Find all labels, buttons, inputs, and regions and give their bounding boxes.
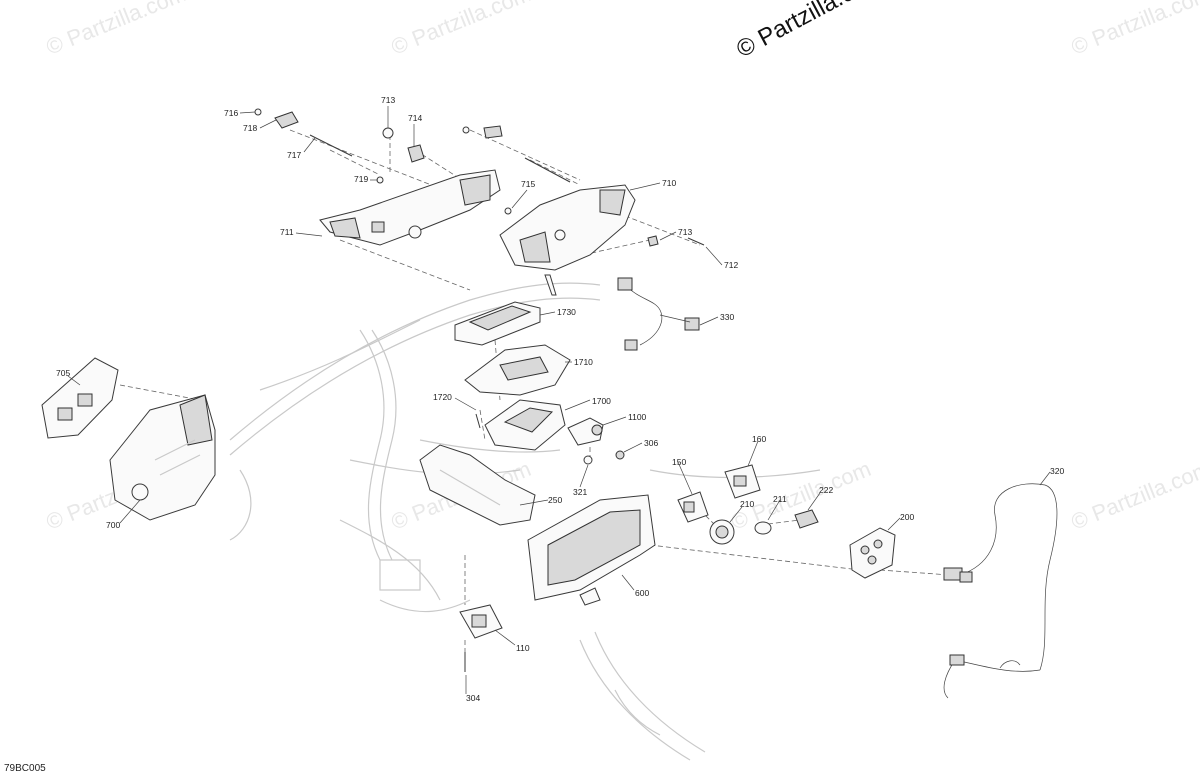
callout-600: 600 [635,588,649,598]
callout-700: 700 [106,520,120,530]
bolt-717 [309,134,353,157]
part-250-support [419,444,536,526]
callout-716: 716 [224,108,238,118]
watermark-text: © Partzilla.com [43,0,190,60]
part-1730-pad [454,301,541,346]
callout-222: 222 [819,485,833,495]
grommet-713b [647,235,659,247]
callout-1720: 1720 [433,392,452,402]
hardware-fasteners [254,108,705,672]
callout-200: 200 [900,512,914,522]
part-200-control-pad [849,527,896,579]
part-711-left-bracket [319,169,501,246]
part-1700-bracket [484,399,566,451]
part-150-switch [677,491,709,523]
part-210-knob [709,519,735,545]
diagram-code: 79BC005 [4,763,46,774]
callout-705: 705 [56,368,70,378]
callout-710: 710 [662,178,676,188]
part-320-harness [943,483,1058,699]
callout-714: 714 [408,113,422,123]
bolt-712 [687,237,705,246]
callout-1700: 1700 [592,396,611,406]
callout-321: 321 [573,487,587,497]
screw-1720 [475,413,481,429]
part-160-switch [724,464,761,499]
part-1710-tray [464,344,571,396]
part-705-connector [41,357,119,439]
copyright-notice: © Partzilla.com [732,0,887,63]
callout-150: 150 [672,457,686,467]
part-700-module-housing [109,394,216,521]
bolt-716 [254,108,262,116]
callout-160: 160 [752,434,766,444]
callout-250: 250 [548,495,562,505]
part-211-ring [754,521,772,535]
nut-714 [407,144,425,163]
grommet-713 [382,127,394,139]
watermark-text: © Partzilla.com [1068,0,1200,60]
callout-1710: 1710 [574,357,593,367]
background-harness-frame [229,282,821,761]
callout-713: 713 [381,95,395,105]
callout-211: 211 [773,494,787,504]
callout-110: 110 [516,643,530,653]
screw-715 [504,207,512,215]
callout-712: 712 [724,260,738,270]
callout-713b: 713 [678,227,692,237]
callout-320: 320 [1050,466,1064,476]
part-222-switch [794,509,819,529]
screw-321 [583,455,593,465]
watermark-text: © Partzilla.com [1068,456,1200,535]
callout-715: 715 [521,179,535,189]
callout-304: 304 [466,693,480,703]
part-600-cluster [527,494,656,606]
part-710-right-bracket [499,184,636,296]
callout-718: 718 [243,123,257,133]
part-110-switch [459,604,503,639]
part-1100-plug [567,417,604,446]
nut-306 [615,450,625,460]
callout-210: 210 [740,499,754,509]
callout-717: 717 [287,150,301,160]
clip-718 [274,111,299,129]
callout-711: 711 [280,227,294,237]
callout-719: 719 [354,174,368,184]
callout-1730: 1730 [557,307,576,317]
part-330-pigtail [617,277,700,351]
callout-330: 330 [720,312,734,322]
watermark-text: © Partzilla.com [388,0,535,60]
leader-lines [67,106,1051,694]
callout-306: 306 [644,438,658,448]
callout-1100: 1100 [628,412,647,422]
callout-labels: 716 718 717 713 714 719 715 710 711 713 … [56,95,1064,703]
